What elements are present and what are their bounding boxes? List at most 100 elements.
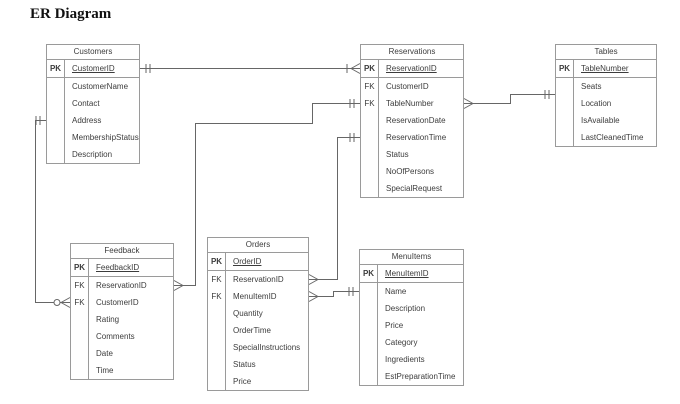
attribute-row: FK ReservationID [71,277,173,294]
attribute-row: MembershipStatus [47,129,139,146]
key-label [361,146,379,163]
key-label [47,78,65,95]
key-label: FK [71,277,89,294]
attribute-row: Ingredients [360,351,463,368]
key-label: FK [361,95,379,112]
cardinality-marker-many [308,274,319,285]
cardinality-marker-one [145,64,151,73]
attribute-name: OrderID [233,257,262,266]
key-label [47,146,65,163]
attribute-name: TableNumber [581,64,629,73]
attribute-row: Category [360,334,463,351]
attribute-name: MenuItemID [233,292,277,301]
entity-title: Reservations [361,45,463,60]
entity-title: Feedback [71,244,173,259]
key-label: FK [208,288,226,305]
attribute-name: Address [72,116,102,125]
attribute-name: CustomerID [386,82,429,91]
attribute-name: MembershipStatus [72,133,139,142]
cardinality-marker-many [308,291,319,302]
attribute-row: CustomerName [47,78,139,95]
attribute-row: Location [556,95,656,112]
key-label [208,322,226,339]
attribute-name: Price [385,321,404,330]
entity-title: Customers [47,45,139,60]
attribute-row: SpecialRequest [361,180,463,197]
attribute-row: Contact [47,95,139,112]
key-label [361,180,379,197]
attribute-row: Time [71,362,173,379]
attribute-name: OrderTime [233,326,271,335]
relationship-orders-reservations [309,137,360,280]
attribute-name: ReservationID [96,281,147,290]
attribute-name: CustomerID [72,64,115,73]
key-label [360,334,378,351]
attribute-name: Seats [581,82,602,91]
attribute-name: SpecialRequest [386,184,443,193]
key-label: PK [361,60,379,77]
attribute-row: Address [47,112,139,129]
key-label [208,373,226,390]
attribute-name: SpecialInstructions [233,343,301,352]
attribute-name: NoOfPersons [386,167,435,176]
key-label [556,78,574,95]
attribute-row: PK CustomerID [47,60,139,78]
key-label [556,112,574,129]
attribute-row: LastCleanedTime [556,129,656,146]
attribute-name: LastCleanedTime [581,133,644,142]
key-label [71,362,89,379]
key-label: PK [71,259,89,276]
attribute-row: Seats [556,78,656,95]
attribute-name: EstPreparationTime [385,372,456,381]
attribute-name: Category [385,338,418,347]
attribute-row: EstPreparationTime [360,368,463,385]
attribute-name: Location [581,99,612,108]
attribute-name: Name [385,287,407,296]
relationship-reservations-tables [464,94,555,104]
key-label: FK [208,271,226,288]
key-label [556,95,574,112]
attribute-name: Contact [72,99,100,108]
attribute-row: OrderTime [208,322,308,339]
attribute-row: Price [360,317,463,334]
key-label: PK [360,265,378,282]
attribute-name: TableNumber [386,99,434,108]
cardinality-marker-one [349,99,355,108]
attribute-name: CustomerName [72,82,129,91]
key-label [71,345,89,362]
cardinality-marker-many [463,98,474,109]
attribute-name: IsAvailable [581,116,620,125]
attribute-name: Date [96,349,113,358]
attribute-name: ReservationDate [386,116,446,125]
attribute-name: Rating [96,315,120,324]
key-label [71,311,89,328]
attribute-row: NoOfPersons [361,163,463,180]
attribute-row: Status [208,356,308,373]
attribute-row: SpecialInstructions [208,339,308,356]
cardinality-marker-zero-many [60,297,71,308]
attribute-name: CustomerID [96,298,139,307]
key-label [71,328,89,345]
attribute-row: Description [47,146,139,163]
attribute-row: ReservationDate [361,112,463,129]
key-label [208,339,226,356]
key-label: PK [47,60,65,77]
attribute-row: Quantity [208,305,308,322]
key-label [47,129,65,146]
attribute-name: Ingredients [385,355,425,364]
key-label [360,351,378,368]
attribute-name: Comments [96,332,135,341]
key-label [361,163,379,180]
attribute-row: ReservationTime [361,129,463,146]
attribute-name: MenuItemID [385,269,429,278]
key-label [208,305,226,322]
